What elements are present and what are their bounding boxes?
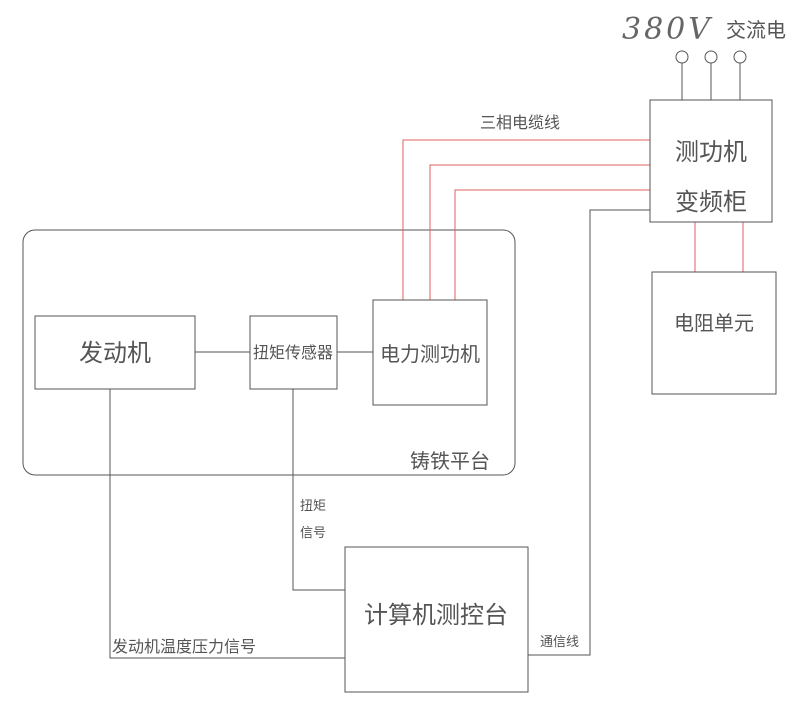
torque-signal-wire [292, 389, 345, 591]
torque-signal-label-line2: 信号 [300, 526, 326, 541]
cabinet-label-line1: 测功机 [675, 138, 747, 166]
temp-pressure-signal-wire [109, 389, 345, 659]
three-phase-cables [402, 139, 650, 300]
supply-voltage: 380V [622, 12, 713, 47]
control-console-label: 计算机测控台 [364, 601, 508, 629]
comm-line-wire [528, 209, 650, 656]
supply-type: 交流电 [726, 18, 786, 42]
resistor-unit-label: 电阻单元 [674, 311, 754, 335]
terminal-l1-icon [675, 50, 689, 64]
dynamometer-label: 电力测功机 [380, 342, 480, 366]
resistor-unit-box [651, 271, 777, 395]
engine-box [34, 315, 196, 390]
control-console-box [344, 546, 529, 693]
engine-label: 发动机 [79, 339, 151, 367]
comm-line-label: 通信线 [540, 635, 579, 650]
platform-label: 铸铁平台 [410, 449, 490, 473]
cable-label: 三相电缆线 [480, 113, 560, 132]
torque-signal-label-line1: 扭矩 [300, 499, 326, 514]
torque-sensor-label: 扭矩传感器 [253, 343, 333, 362]
torque-sensor-box [249, 315, 338, 390]
dynamometer-box [372, 299, 488, 406]
inverter-cabinet-box [649, 99, 773, 223]
cast-iron-platform [22, 229, 516, 476]
power-terminals [675, 50, 747, 100]
temp-pressure-signal-label: 发动机温度压力信号 [112, 637, 256, 656]
terminal-l2-icon [704, 50, 718, 64]
terminal-l3-icon [733, 50, 747, 64]
resistor-cables [694, 222, 744, 272]
cabinet-label-line2: 变频柜 [675, 188, 747, 216]
